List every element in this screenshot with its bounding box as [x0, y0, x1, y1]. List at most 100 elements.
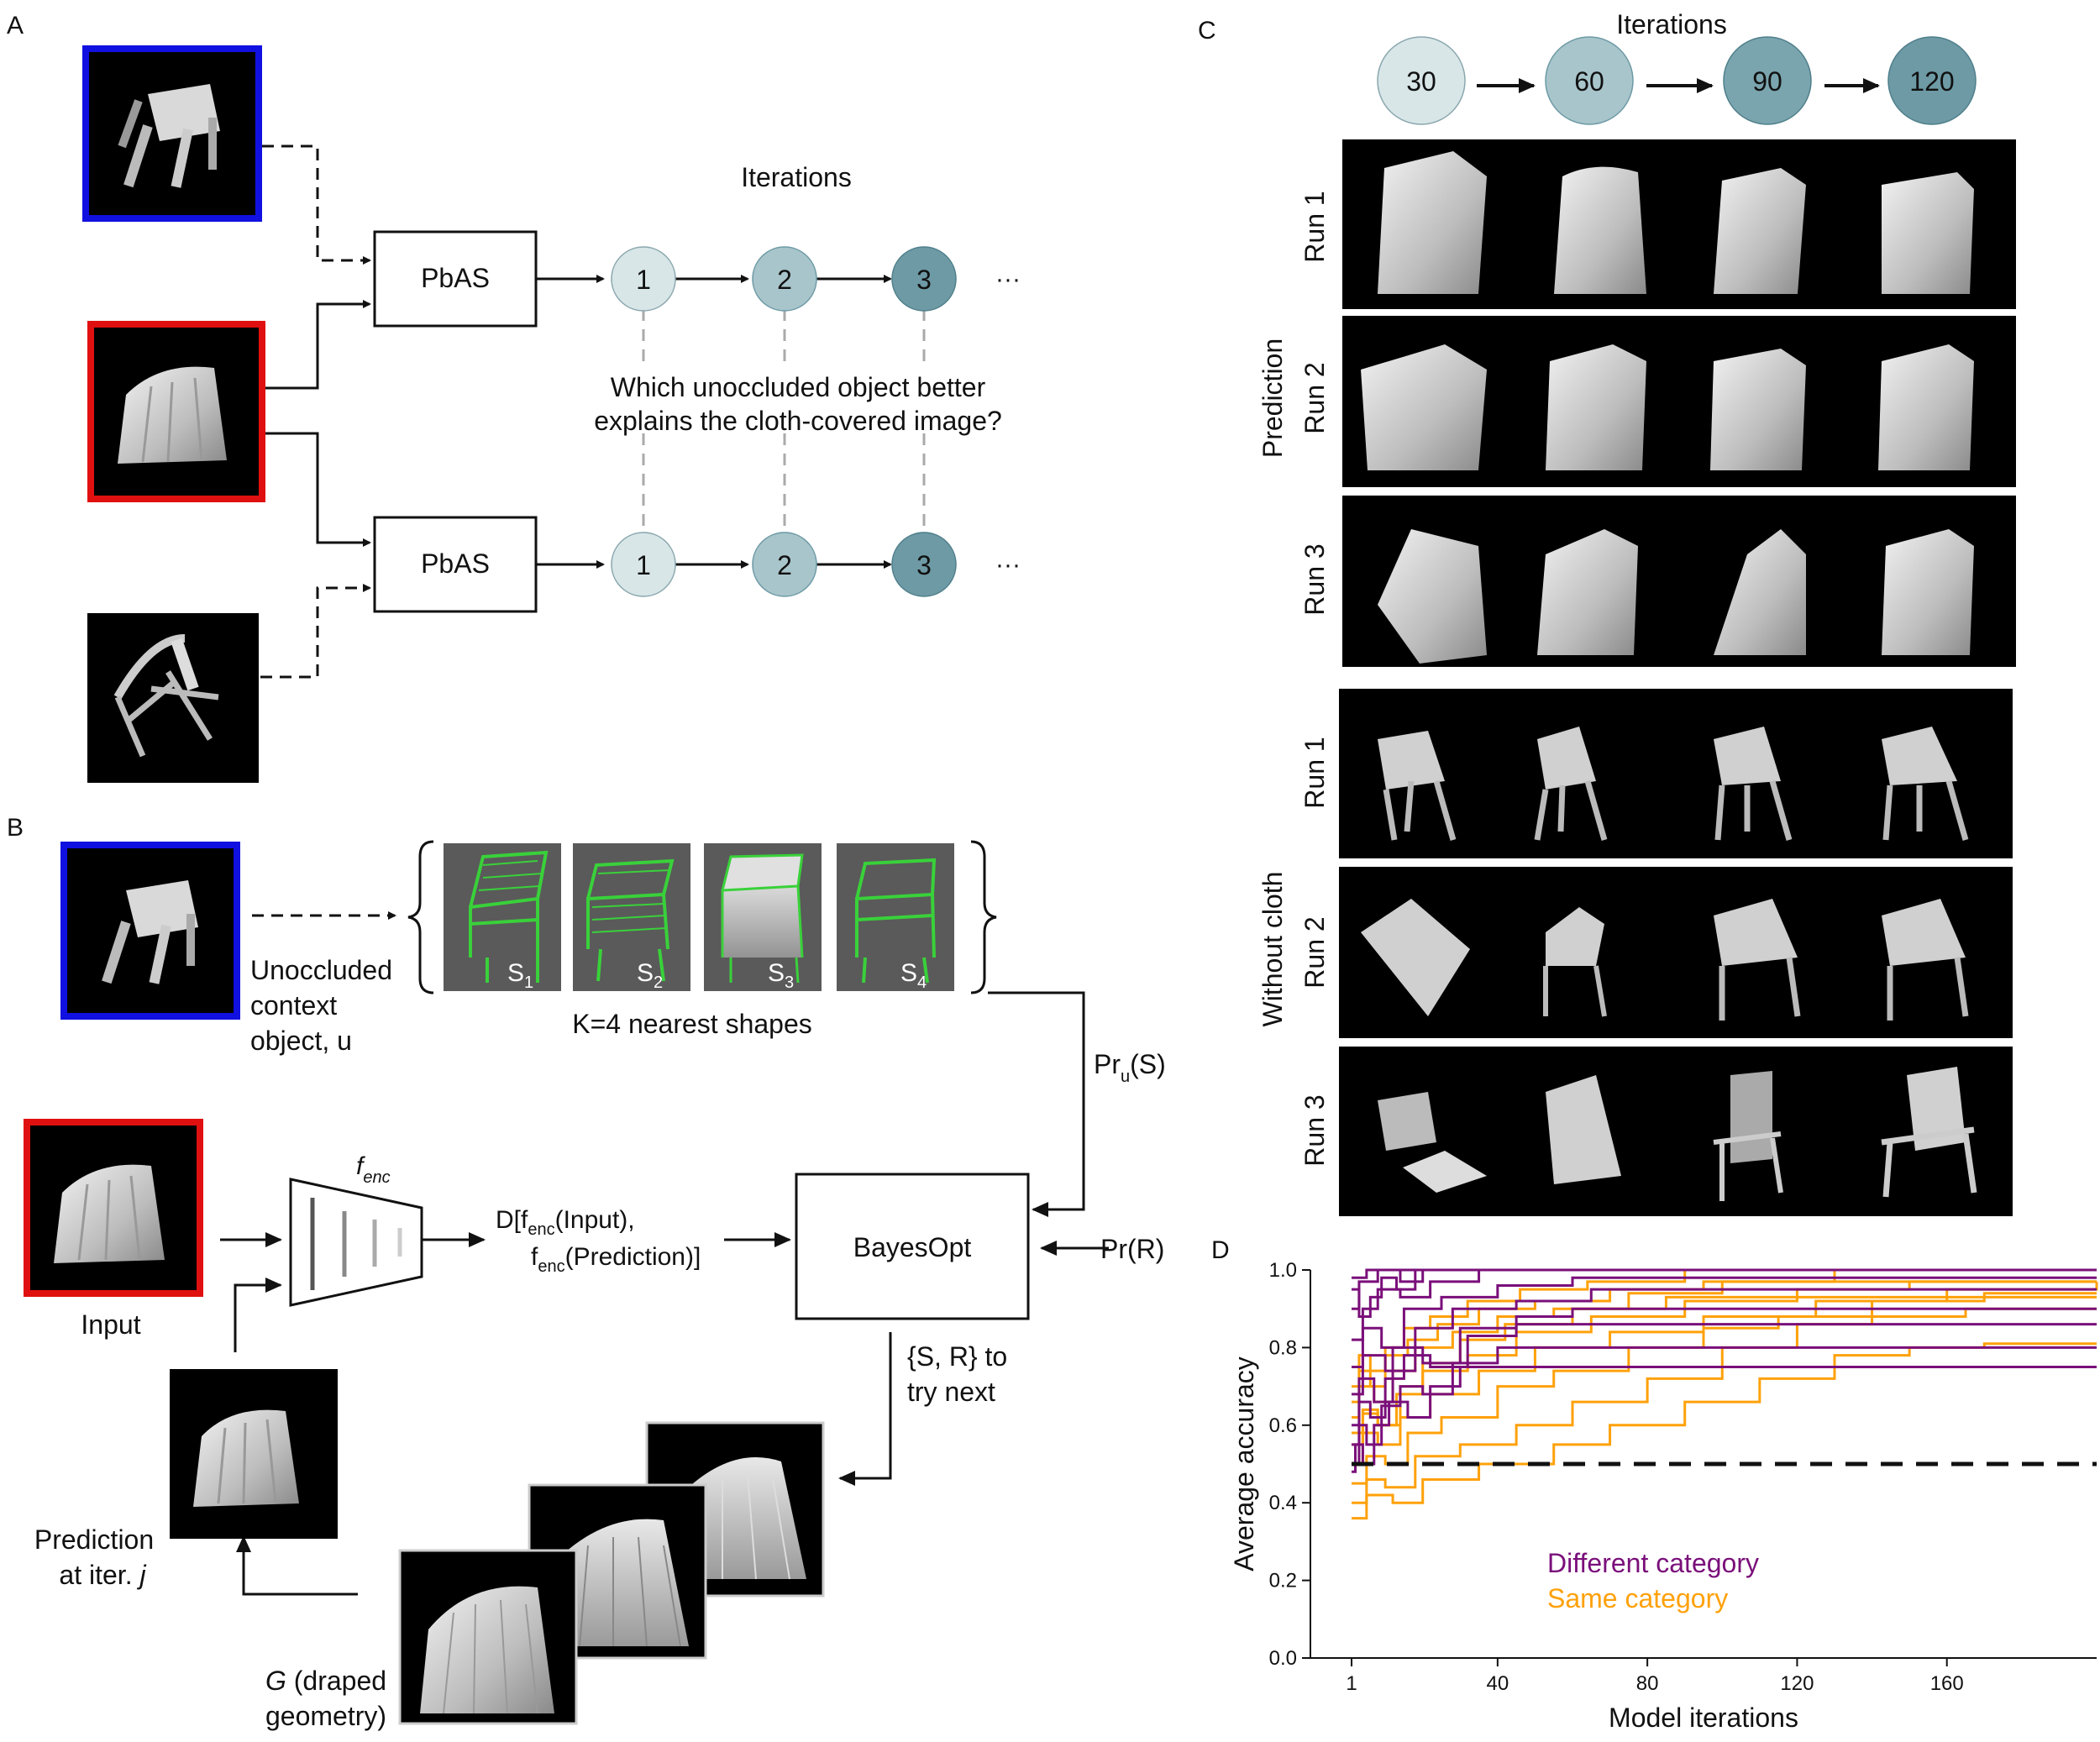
series-line-13	[1352, 1281, 2098, 1466]
distance-line-2: fenc(Prediction)]	[531, 1243, 701, 1276]
svg-text:3: 3	[785, 973, 794, 992]
nocloth-run-1-strip	[1339, 689, 2013, 858]
x-tick-label: 80	[1636, 1672, 1659, 1695]
pred-run-1-label: Run 1	[1299, 191, 1330, 262]
series-line-4	[1352, 1288, 2097, 1396]
nocloth-run-3-label: Run 3	[1299, 1094, 1330, 1166]
y-tick-label: 0.4	[1269, 1492, 1297, 1514]
distance-line-1: D[fenc(Input),	[496, 1206, 635, 1239]
y-tick-label: 0.8	[1269, 1336, 1297, 1359]
ellipsis-top: ···	[995, 265, 1021, 293]
panel-label-a: A	[7, 12, 24, 39]
candidate-object-image-a	[87, 613, 259, 783]
series-line-7	[1352, 1346, 2097, 1466]
x-tick-label: 120	[1780, 1672, 1814, 1695]
panel-label-b: B	[7, 814, 24, 842]
input-image-a	[87, 321, 265, 502]
series-line-17	[1352, 1268, 2097, 1388]
pr-u-label: Pru(S)	[1094, 1049, 1166, 1086]
encoder-f-enc	[289, 1178, 423, 1307]
context-caption-line-1: Unoccluded	[250, 955, 392, 985]
pred-run-3-label: Run 3	[1299, 543, 1330, 615]
svg-text:1: 1	[636, 550, 651, 580]
question-line-1: Which unoccluded object better	[611, 372, 986, 402]
iteration-node-60: 60	[1545, 36, 1634, 125]
prediction-run-2-strip	[1342, 316, 2016, 487]
context-caption-line-3: object, u	[250, 1026, 352, 1056]
svg-text:S: S	[900, 959, 917, 987]
series-line-12	[1352, 1292, 2097, 1485]
legend-same-category: Same category	[1547, 1583, 1728, 1613]
group-label-prediction: Prediction	[1257, 338, 1288, 458]
g-caption-line-1: G (draped	[265, 1666, 386, 1696]
nearest-shapes-caption: K=4 nearest shapes	[572, 1009, 812, 1039]
panel-label-d: D	[1211, 1236, 1230, 1264]
prediction-caption-line-2: at iter. j	[59, 1560, 146, 1590]
bayesopt-box	[795, 1173, 1030, 1320]
prediction-run-3-strip	[1342, 496, 2016, 667]
iteration-node-90: 90	[1723, 36, 1812, 125]
svg-text:120: 120	[1909, 66, 1954, 97]
iterations-label-c: Iterations	[1616, 9, 1727, 39]
series-line-10	[1352, 1342, 2097, 1520]
prediction-image	[170, 1369, 338, 1539]
svg-text:4: 4	[917, 973, 927, 992]
x-axis-label: Model iterations	[1609, 1703, 1798, 1733]
iteration-node-bottom-3: 3	[891, 532, 957, 597]
svg-text:2: 2	[654, 973, 663, 992]
iteration-node-top-2: 2	[752, 246, 817, 312]
group-label-without-cloth: Without cloth	[1257, 872, 1288, 1027]
pred-run-2-label: Run 2	[1299, 362, 1330, 433]
iteration-node-bottom-2: 2	[752, 532, 817, 597]
nearest-shape-3: S 3	[704, 843, 822, 992]
nocloth-run-3-strip	[1339, 1047, 2013, 1216]
connectors-a	[260, 144, 892, 679]
nocloth-run-1-label: Run 1	[1299, 737, 1330, 808]
legend-different-category: Different category	[1547, 1548, 1759, 1578]
try-next-line-1: {S, R} to	[907, 1341, 1007, 1372]
series-line-9	[1352, 1268, 2097, 1318]
nocloth-run-2-strip	[1339, 867, 2013, 1038]
y-tick-label: 1.0	[1269, 1259, 1297, 1282]
series-line-6	[1352, 1323, 2097, 1446]
connectors-b	[220, 991, 1109, 1596]
svg-text:S: S	[768, 959, 785, 987]
svg-text:3: 3	[916, 550, 932, 580]
y-axis-label: Average accuracy	[1229, 1356, 1259, 1571]
svg-text:90: 90	[1752, 66, 1782, 97]
nocloth-run-2-label: Run 2	[1299, 916, 1330, 988]
nearest-shape-2: S 2	[573, 843, 690, 992]
series-line-3	[1352, 1276, 2097, 1368]
svg-text:S: S	[637, 959, 654, 987]
pbas-label-bottom: PbAS	[421, 548, 490, 579]
iteration-node-top-3: 3	[891, 246, 957, 312]
ellipsis-bottom: ···	[995, 551, 1021, 579]
input-caption: Input	[81, 1309, 140, 1340]
bayesopt-label: BayesOpt	[853, 1232, 972, 1262]
dashed-comparison-lines	[642, 309, 926, 534]
prediction-caption-line-1: Prediction	[34, 1524, 154, 1555]
iterations-label-a: Iterations	[741, 162, 852, 192]
x-tick-label: 1	[1346, 1672, 1357, 1695]
pbas-box-top	[373, 230, 538, 328]
input-image-b	[24, 1119, 203, 1297]
try-next-line-2: try next	[907, 1377, 995, 1407]
series-line-2	[1352, 1268, 2097, 1341]
f-enc-label: fenc	[356, 1152, 391, 1187]
svg-text:1: 1	[636, 265, 651, 295]
y-tick-label: 0.6	[1269, 1414, 1297, 1437]
series-line-8	[1352, 1366, 2097, 1473]
nearest-shape-1: S 1	[444, 843, 561, 992]
context-object-image-b	[60, 842, 240, 1020]
panel-label-c: C	[1198, 17, 1216, 45]
x-tick-label: 160	[1930, 1672, 1964, 1695]
y-tick-label: 0.2	[1269, 1570, 1297, 1592]
iteration-node-top-1: 1	[611, 246, 676, 312]
right-brace	[970, 840, 997, 994]
y-tick-label: 0.0	[1269, 1647, 1297, 1670]
pbas-label-top: PbAS	[421, 263, 490, 293]
g-caption-line-2: geometry)	[265, 1701, 386, 1731]
iteration-node-bottom-1: 1	[611, 532, 676, 597]
